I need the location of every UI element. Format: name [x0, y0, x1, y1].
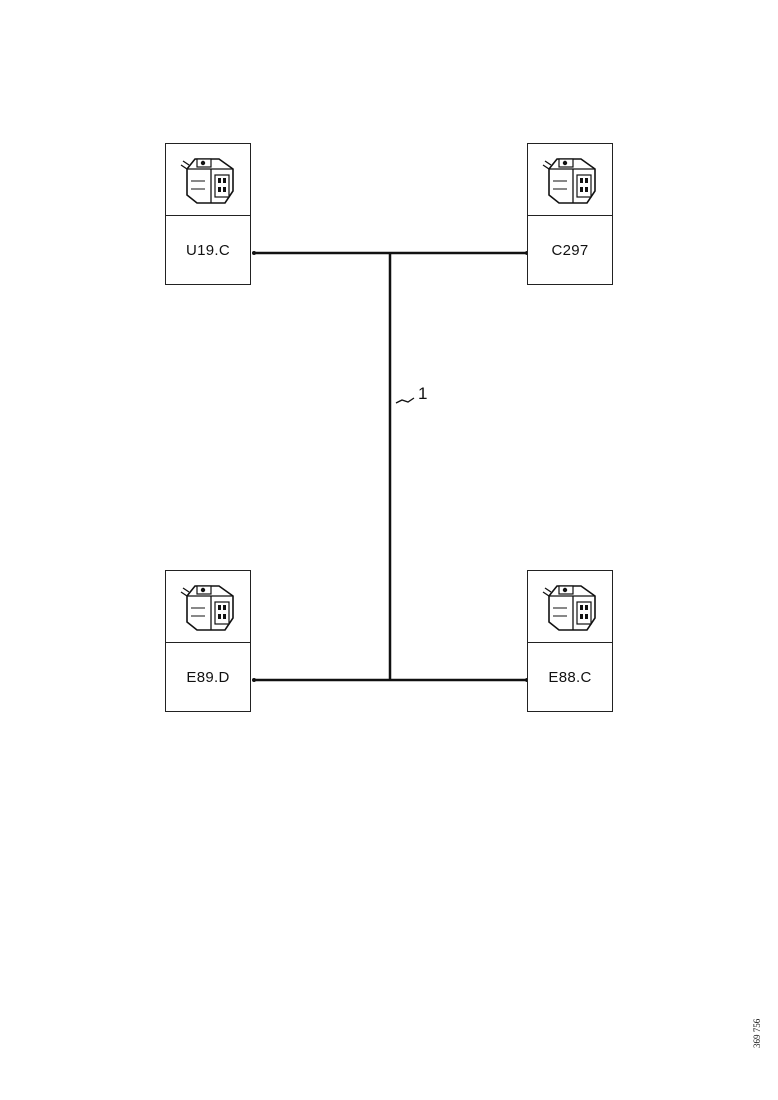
connector-e89d: E89.D	[165, 570, 251, 712]
connector-label: U19.C	[185, 241, 231, 259]
wire-callout-number: 1	[418, 384, 428, 403]
connector-u19c: U19.C	[165, 143, 251, 285]
connector-label: E88.C	[548, 668, 592, 686]
connector-plug-icon	[180, 585, 234, 631]
connector-label: E89.D	[186, 668, 230, 686]
connector-plug-icon	[180, 158, 234, 204]
connector-icon-cell	[528, 571, 612, 643]
connector-plug-icon	[542, 158, 596, 204]
connector-icon-cell	[166, 571, 250, 643]
connector-icon-cell	[166, 144, 250, 216]
connector-e88c: E88.C	[527, 570, 613, 712]
terminal-dot	[252, 251, 256, 255]
callout-leader	[395, 397, 415, 404]
connector-label: C297	[551, 241, 589, 259]
terminal-dot	[252, 678, 256, 682]
connector-plug-icon	[542, 585, 596, 631]
connector-c297: C297	[527, 143, 613, 285]
connector-icon-cell	[528, 144, 612, 216]
figure-id: 369 756	[752, 1018, 762, 1048]
